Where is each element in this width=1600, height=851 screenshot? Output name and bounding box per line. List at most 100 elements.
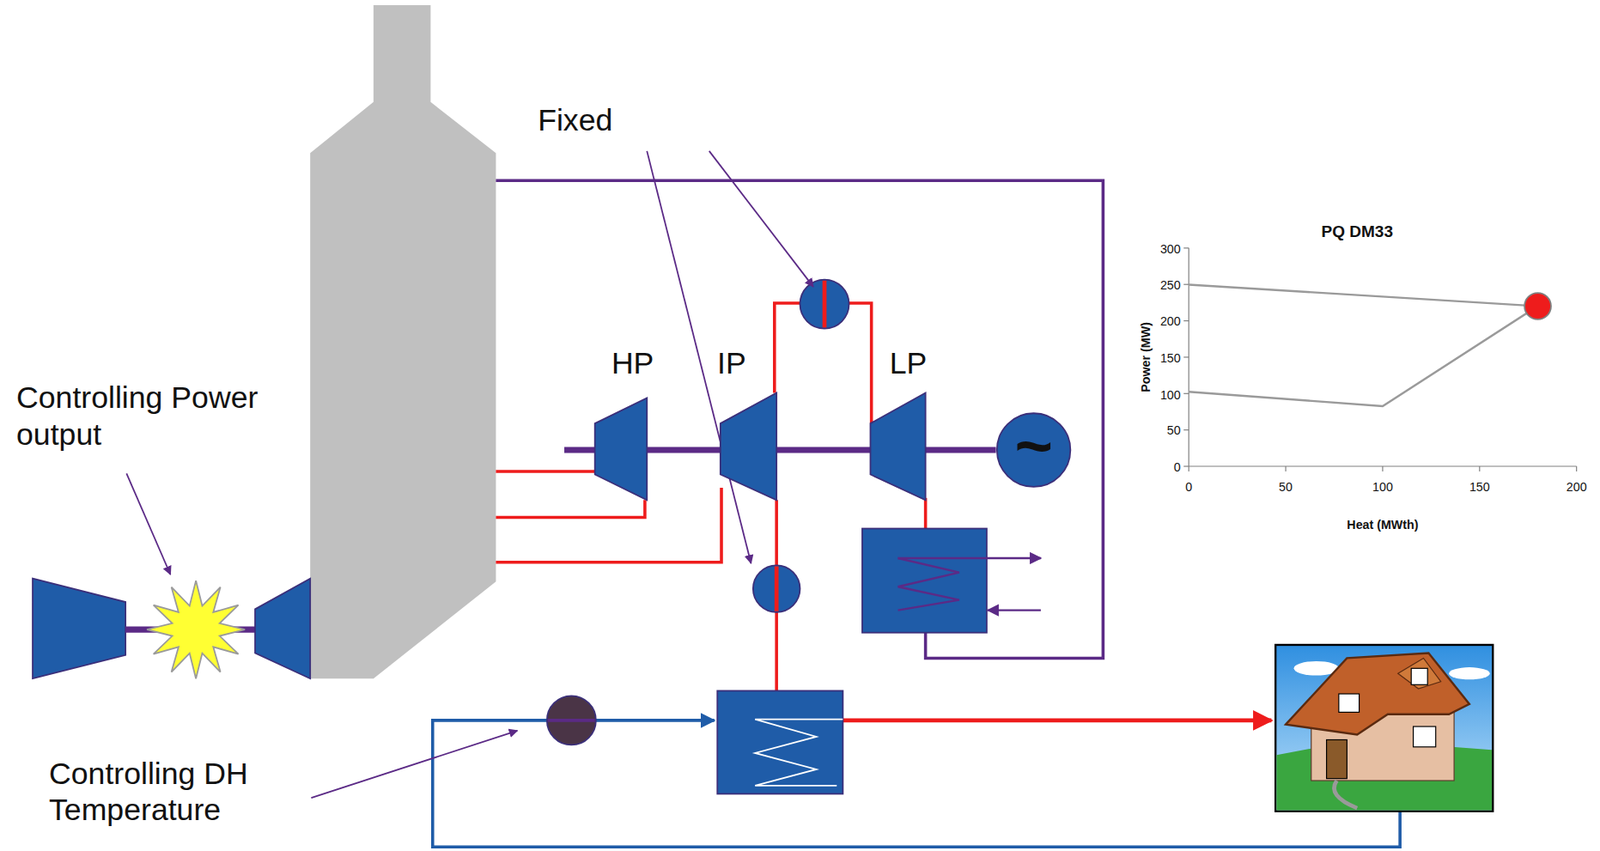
tick-label: 150 [1160,351,1181,366]
axis-title: Heat (MWth) [1346,517,1418,532]
tick-label-box: 150 [1469,476,1491,495]
turbine-node: LP [869,392,925,500]
pump-symbol [547,695,597,745]
valve-symbol [800,279,850,329]
turbine-symbol [869,392,925,500]
house-illustration [1326,739,1348,779]
chart-axis [1183,247,1189,249]
turbine-shaft [776,446,870,453]
tick-label: 100 [1160,387,1181,402]
house-illustration [1333,780,1357,809]
chart-axis [1183,248,1576,472]
tick-label: 0 [1185,479,1193,494]
chart-axis [1183,465,1189,467]
leader-line [126,473,171,575]
tick-label: 50 [1167,424,1181,439]
pq-lower-line [1188,305,1538,406]
tick-label-box: 0 [1174,456,1181,475]
generator-label: ~ [1014,413,1053,479]
chart-axis [1478,466,1480,472]
turbine-node: HP [595,397,648,500]
chart-axis [1183,393,1189,395]
leader-line [709,151,814,287]
condenser-coil [898,558,960,611]
tick-label-box: 50 [1278,476,1293,495]
turbine-label: LP [889,346,928,380]
tick-label: 300 [1160,242,1181,257]
cooling-out [898,557,1041,560]
tick-label-box: 200 [1566,476,1588,495]
house-illustration [1398,657,1442,689]
callout-text-box: Fixed [537,102,613,140]
pump-symbol [547,718,596,723]
dh-supply [842,718,1272,724]
generator-node: ~ [996,412,1072,488]
house-illustration [1275,644,1493,812]
tick-label: 250 [1160,278,1181,293]
turbine-heading: LP [889,345,928,383]
house-illustration [1411,668,1428,685]
turbine-shaft [646,446,721,453]
chart-axis [1183,284,1189,286]
callout-text-box: Controlling DH Temperature [48,754,330,829]
axis-title-box: Power (MW) [1135,322,1154,393]
house-illustration [1448,667,1491,680]
turbine-shaft [925,446,997,453]
turbine-heading: HP [611,345,655,383]
steam-line [495,487,722,563]
turbine-shape [595,397,648,500]
axis-title: Power (MW) [1138,322,1154,393]
house-illustration [1285,652,1470,735]
tick-label-box: 150 [1160,347,1181,366]
turbine-shape [869,392,925,500]
chart-title: PQ DM33 [1320,221,1393,242]
chart-axis [1575,466,1577,472]
turbine-node: IP [720,392,777,500]
gas-turbine [255,578,311,679]
compressor [32,578,126,679]
tick-label: 200 [1566,479,1588,494]
chart-axis [1381,466,1383,472]
steam-line [495,499,645,518]
pump-symbol [547,695,597,745]
axis-title-box: Heat (MWth) [1346,514,1418,533]
combustion-burst [146,580,245,679]
leader-line [310,730,518,798]
valve-symbol [753,565,801,613]
chart-axis [1284,466,1286,472]
heat-exchanger-coil [754,719,843,786]
tick-label-box: 250 [1160,275,1181,294]
turbine-symbol [595,397,648,500]
tick-label-box: 50 [1167,420,1181,439]
house-illustration [1413,726,1436,748]
turbine-label: HP [611,346,655,380]
tick-label: 100 [1372,479,1394,494]
house-illustration [1338,693,1360,712]
tick-label: 200 [1160,314,1181,329]
shaft [564,446,596,453]
tick-label: 50 [1278,479,1293,494]
valve-symbol [774,565,779,611]
callout-text: Controlling DH Temperature [48,754,330,829]
tick-label-box: 100 [1372,476,1394,495]
chart-axis [1188,466,1190,472]
tick-label-box: 200 [1160,311,1181,330]
valve-symbol [822,280,828,329]
turbine-label: IP [717,346,747,380]
leader-line [126,151,814,798]
turbine-heading: IP [717,345,747,383]
steam-line [774,499,779,691]
valve-symbol [800,279,850,329]
chart-axis [1183,356,1189,358]
steam-line [495,471,925,691]
chart-axis [1188,466,1576,472]
tick-label: 150 [1469,479,1491,494]
tick-label: 0 [1174,460,1181,475]
leader-line [646,151,751,564]
turbine-shape [720,392,777,500]
condenser [862,529,987,633]
heat-exchanger [717,690,843,794]
